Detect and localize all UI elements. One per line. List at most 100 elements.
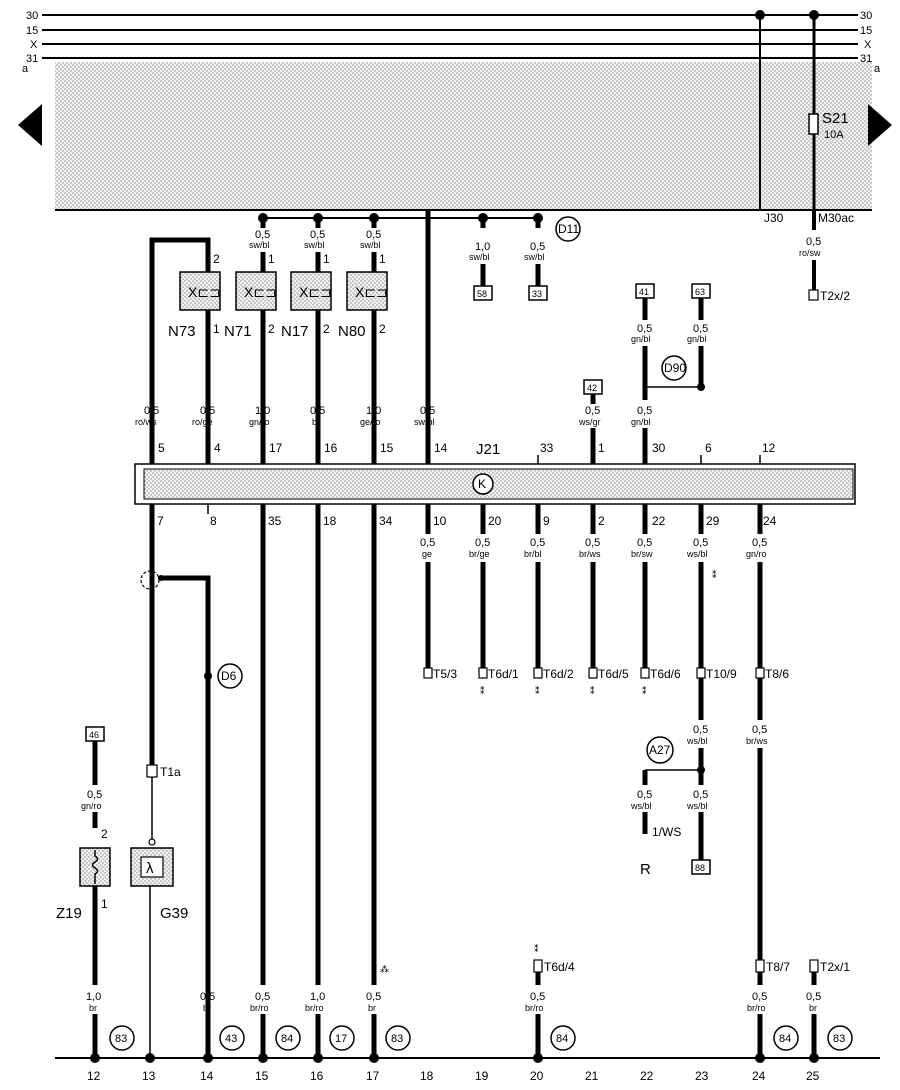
rail-label: 31 — [26, 53, 38, 65]
wire-color: sw/bl — [360, 240, 381, 250]
ecu-k-symbol: K — [478, 477, 486, 491]
fuse-name: S21 — [822, 110, 849, 127]
column-number: 23 — [695, 1069, 709, 1083]
prev-page-arrow-icon[interactable] — [18, 104, 42, 146]
injector-name: N17 — [281, 323, 309, 340]
fuse-rating: 10A — [824, 129, 844, 141]
ecu-pin: 34 — [379, 514, 393, 528]
column-number: 12 — [87, 1069, 101, 1083]
terminal-label: T6d/1 — [488, 667, 519, 681]
relay-m30ac-label: M30ac — [818, 211, 854, 225]
wire-size: 1,0 — [310, 991, 325, 1003]
rail-label: X — [30, 39, 38, 51]
ref-box-label: 42 — [587, 383, 597, 393]
column-number: 17 — [366, 1069, 380, 1083]
wire-size: 0,5 — [310, 405, 325, 417]
column-number: 24 — [752, 1069, 766, 1083]
ecu-bottom-wire-labels: 0,5 ge 0,5 br/ge 0,5 br/bl 0,5 br/ws 0,5… — [420, 537, 767, 559]
rails — [42, 14, 858, 59]
wire-size: 0,5 — [752, 537, 767, 549]
connector-d11-label: D11 — [558, 222, 579, 236]
wire-size: 0,5 — [693, 789, 708, 801]
wire-size: 0,5 — [637, 537, 652, 549]
column-number: 21 — [585, 1069, 599, 1083]
column-number: 14 — [200, 1069, 214, 1083]
terminal-label: T6d/6 — [650, 667, 681, 681]
ref-box — [473, 285, 493, 301]
ecu-pin: 14 — [434, 441, 448, 455]
shielded-mark-icon: ⁑ — [712, 569, 717, 580]
ecu-pin: 16 — [324, 441, 338, 455]
ref-circles: 83 43 84 17 83 84 84 83 — [109, 1025, 853, 1051]
ecu-pin: 9 — [543, 514, 550, 528]
shielded-mark-icon: ⁑ — [535, 685, 540, 696]
wire-color: gn/ro — [746, 549, 767, 559]
wire-color: ws/gr — [578, 417, 601, 427]
injector-n80: X⊏⊐ — [346, 271, 388, 311]
wire-color: br — [809, 1003, 817, 1013]
injector-n71: X⊏⊐ — [235, 271, 277, 311]
wire-size: 0,5 — [255, 991, 270, 1003]
column-number: 25 — [806, 1069, 820, 1083]
shielded-mark-icon: ⁑ — [590, 685, 595, 696]
terminal-label: T8/6 — [765, 667, 789, 681]
injector-pin: 1 — [213, 322, 220, 336]
injector-symbol-icon: X⊏⊐ — [244, 284, 277, 300]
terminal-t6d-4: T6d/4 — [544, 960, 575, 974]
wire-size: 1,0 — [475, 241, 490, 253]
wire-size: 0,5 — [530, 241, 545, 253]
wire-size: 1,0 — [86, 991, 101, 1003]
wire-size: 0,5 — [637, 789, 652, 801]
rail-label: 30 — [26, 10, 38, 22]
wire-size: 0,5 — [366, 229, 381, 241]
connector-d90 — [661, 355, 687, 381]
ground-mark: a — [22, 63, 29, 75]
wire-color: br — [312, 417, 320, 427]
wire-color: br/ws — [746, 736, 768, 746]
wire-size: 0,5 — [420, 405, 435, 417]
ref-box-label: 41 — [639, 287, 649, 297]
wire-color: ge/ro — [360, 417, 381, 427]
ecu-bottom-pins: 7 8 35 18 34 10 20 9 2 22 29 24 — [157, 514, 777, 528]
z19-pin: 2 — [101, 827, 108, 841]
wire-size: 0,5 — [637, 323, 652, 335]
wire-size: 0,5 — [752, 991, 767, 1003]
ecu-pin: 4 — [214, 441, 221, 455]
rail-label: 15 — [26, 25, 38, 37]
wire-color: gn/ro — [249, 417, 270, 427]
wire-size: 0,5 — [806, 236, 821, 248]
wire-size: 0,5 — [752, 724, 767, 736]
wire-color: br/ro — [250, 1003, 269, 1013]
t-terminals-mid: T5/3 T6d/1 T6d/2 T6d/5 T6d/6 T10/9 T8/6 — [423, 667, 789, 681]
wire-color: ge — [422, 549, 432, 559]
wire-size: 0,5 — [806, 991, 821, 1003]
column-number: 20 — [530, 1069, 544, 1083]
ref-circle-label: 83 — [833, 1033, 845, 1045]
rail-labels-left: 30 15 X 31 a — [22, 10, 38, 75]
ecu-pin: 18 — [323, 514, 337, 528]
wire-color: ro/sw — [799, 248, 821, 258]
wire-color: br/ge — [469, 549, 490, 559]
connector-d11 — [555, 216, 581, 242]
column-number: 13 — [142, 1069, 156, 1083]
wire-color: br/bl — [524, 549, 542, 559]
wire-color: br — [203, 1003, 211, 1013]
terminal-label: T6d/5 — [598, 667, 629, 681]
injector-name: N73 — [168, 323, 196, 340]
rail-labels-right: 30 15 X 31 a — [860, 10, 881, 75]
ref-circle-label: 83 — [115, 1033, 127, 1045]
next-page-arrow-icon[interactable] — [868, 104, 892, 146]
ground-mark: a — [874, 63, 881, 75]
ecu-pin: 30 — [652, 441, 666, 455]
relay-panel — [55, 62, 872, 210]
wire-size: 0,5 — [530, 537, 545, 549]
terminal-t2x-1: T2x/1 — [820, 960, 850, 974]
ecu-pin: 6 — [705, 441, 712, 455]
wire-color: ro/ws — [135, 417, 157, 427]
wire-size: 0,5 — [200, 405, 215, 417]
terminal-t1a: T1a — [160, 765, 181, 779]
ecu-pin: 33 — [540, 441, 554, 455]
ecu-pin: 24 — [763, 514, 777, 528]
ref-circle-label: 84 — [556, 1033, 568, 1045]
wire-size: 1,0 — [366, 405, 381, 417]
